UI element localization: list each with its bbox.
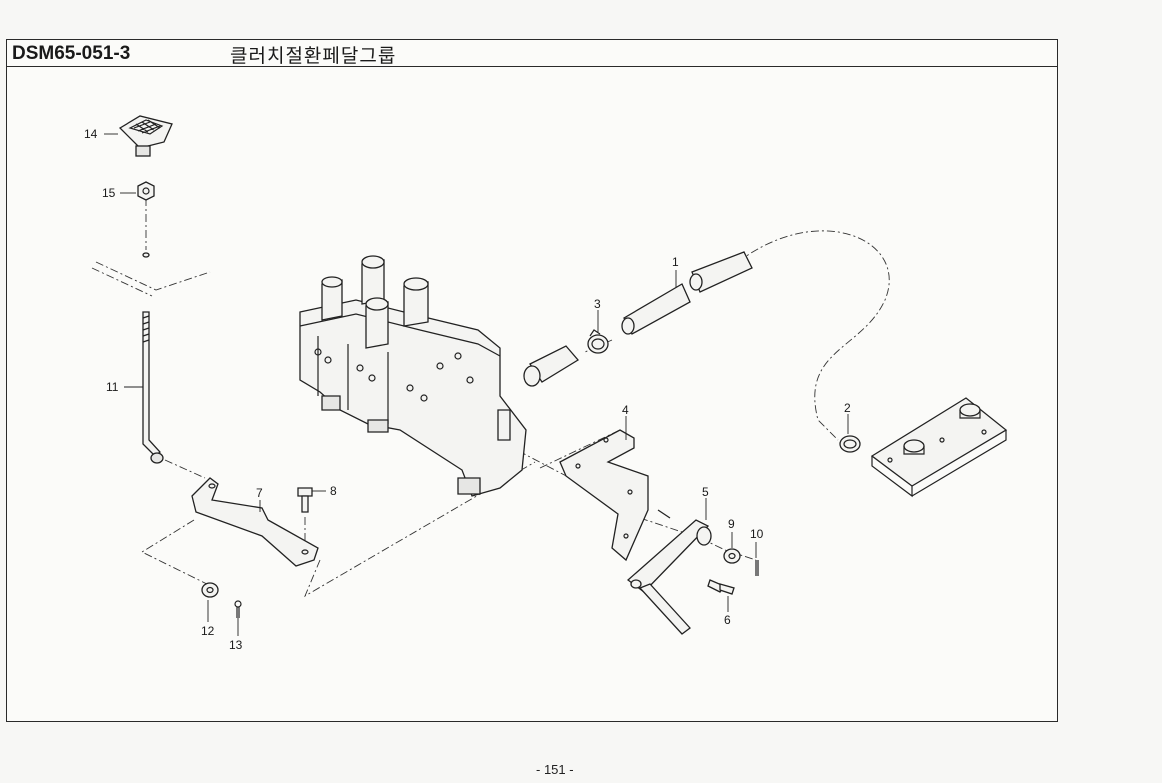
part-12-washer <box>201 582 219 598</box>
document-code: DSM65-051-3 <box>12 43 131 64</box>
part-6-bolt <box>707 579 735 595</box>
callout-3: 3 <box>594 297 601 311</box>
callout-5: 5 <box>702 485 709 499</box>
callout-6: 6 <box>724 613 731 627</box>
callout-11: 11 <box>106 380 119 394</box>
callout-12: 12 <box>201 624 215 638</box>
part-3-clamp <box>587 329 609 354</box>
part-7-lever-bracket <box>191 477 319 567</box>
callout-labels: 1 2 3 4 5 6 7 8 9 10 11 12 13 14 15 <box>84 127 851 652</box>
valve-block <box>299 255 527 497</box>
callout-4: 4 <box>622 403 629 417</box>
part-15-nut <box>137 181 155 201</box>
callout-8: 8 <box>330 484 337 498</box>
part-5-pedal-arm <box>626 509 712 635</box>
callout-13: 13 <box>229 638 243 652</box>
part-4-bracket <box>559 429 649 562</box>
callout-1: 1 <box>672 255 679 269</box>
part-13-pin <box>234 600 242 618</box>
callout-14: 14 <box>84 127 98 141</box>
part-14-pedal-knob <box>118 115 173 157</box>
cylinder-plate <box>870 397 1008 498</box>
part-10-pin <box>755 560 759 576</box>
callout-15: 15 <box>102 186 116 200</box>
leader-lines <box>104 133 849 636</box>
page-number: - 151 - <box>536 762 574 777</box>
part-11-pedal-rod <box>142 311 164 464</box>
hose-fitting <box>523 345 579 387</box>
callout-2: 2 <box>844 401 851 415</box>
part-1-hose <box>621 251 753 335</box>
callout-10: 10 <box>750 527 764 541</box>
document-title: 클러치절환페달그룹 <box>230 45 397 67</box>
part-8-bolt <box>297 487 313 513</box>
header-bar: DSM65-051-3 클러치절환페달그룹 <box>7 40 1057 67</box>
part-9-washer <box>723 548 741 564</box>
rod-top-hole <box>142 252 150 258</box>
callout-9: 9 <box>728 517 735 531</box>
callout-7: 7 <box>256 486 263 500</box>
part-2-clamp <box>839 435 861 453</box>
